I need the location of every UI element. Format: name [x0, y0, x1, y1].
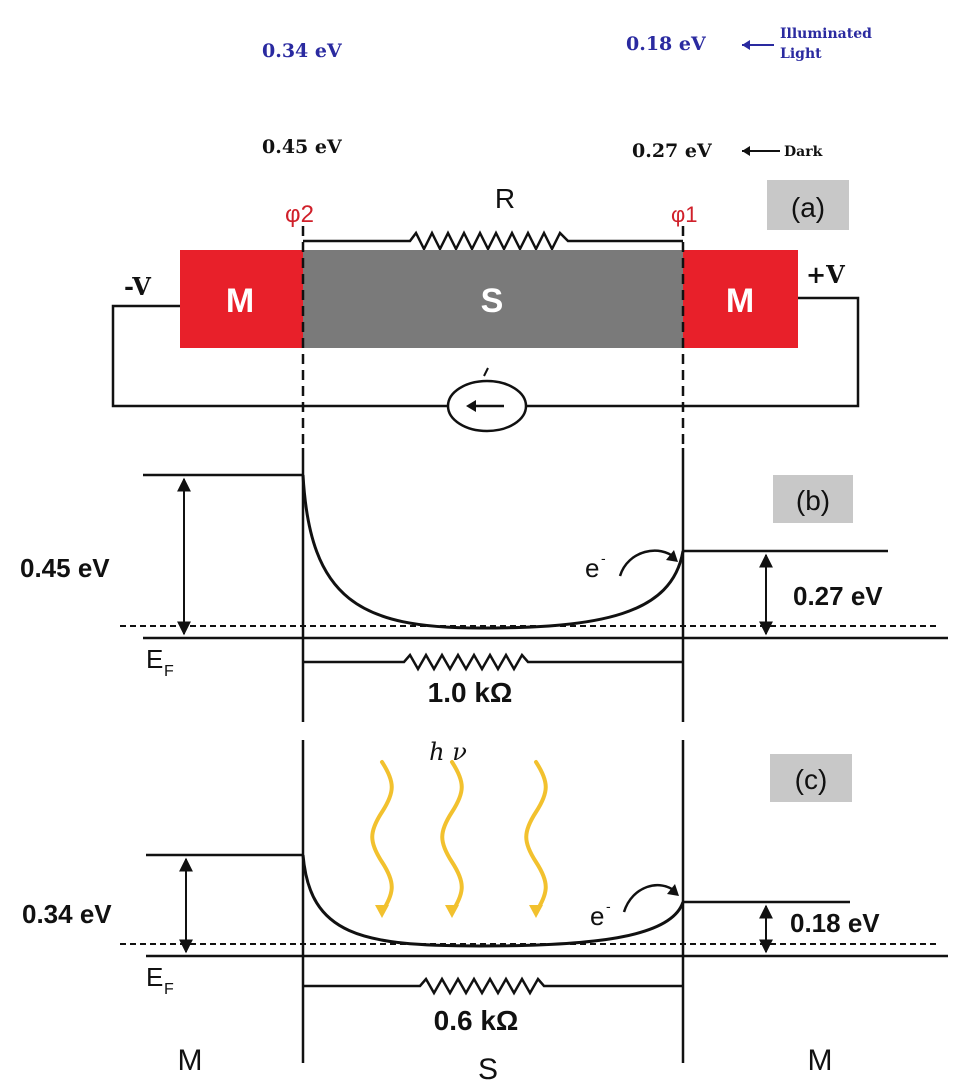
dark-right-value: 0.27 eV: [632, 140, 713, 162]
band-curve-c: [301, 854, 685, 948]
external-circuit: [111, 304, 448, 408]
tag-b: (b): [796, 485, 830, 516]
dark-note: Dark: [784, 144, 823, 160]
bottom-left-label: M: [178, 1044, 203, 1077]
svg-text:e: e: [585, 553, 599, 583]
fermi-label-c: E F: [146, 962, 174, 998]
barrier-right-c: 0.18 eV: [790, 908, 880, 938]
barrier-left-c: 0.34 eV: [22, 899, 112, 929]
metal-right-block: [683, 250, 798, 348]
svg-text:F: F: [164, 663, 174, 680]
resistor-label: R: [495, 183, 515, 214]
light-note-line2: Light: [780, 46, 822, 62]
photon-arrowheads: [375, 905, 543, 918]
svg-text:E: E: [146, 644, 163, 674]
band-curve-b: [301, 474, 685, 630]
dark-arrow: [742, 146, 780, 156]
resistance-c: 0.6 kΩ: [434, 1005, 519, 1036]
tag-c: (c): [795, 764, 828, 795]
svg-text:e: e: [590, 901, 604, 931]
semiconductor-label: S: [481, 282, 504, 320]
barrier-left-b: 0.45 eV: [20, 553, 110, 583]
metal-left-block: [180, 250, 303, 348]
svg-text:F: F: [164, 981, 174, 998]
resistor-r: [303, 230, 683, 252]
tag-b-bg: [773, 475, 853, 523]
resistance-b: 1.0 kΩ: [428, 677, 513, 708]
svg-text:-: -: [606, 898, 611, 914]
photon-label: h ν: [429, 738, 467, 766]
light-right-value: 0.18 eV: [626, 33, 707, 55]
light-arrow: [742, 40, 774, 50]
svg-text:E: E: [146, 962, 163, 992]
fermi-label-b: E F: [146, 644, 174, 680]
electron-b: e -: [585, 549, 678, 583]
dark-left-value: 0.45 eV: [262, 136, 343, 158]
tag-a: (a): [791, 192, 825, 223]
tag-a-bg: [767, 180, 849, 230]
svg-text:-: -: [601, 550, 606, 566]
bottom-right-label: M: [808, 1044, 833, 1077]
barrier-right-b: 0.27 eV: [793, 581, 883, 611]
semiconductor-block: [303, 250, 683, 348]
light-left-value: 0.34 eV: [262, 40, 343, 62]
resistor-c: [303, 976, 683, 996]
tag-c-bg: [770, 754, 852, 802]
resistor-b: [303, 652, 683, 672]
bottom-middle-label: S: [478, 1053, 498, 1083]
electron-c: e -: [590, 883, 679, 931]
voltage-right-label: +V: [806, 260, 845, 289]
light-note-line1: Illuminated: [780, 26, 872, 42]
metal-right-label: M: [726, 282, 754, 320]
metal-left-label: M: [226, 282, 254, 320]
external-circuit-right: [526, 296, 860, 408]
photon-waves: [370, 760, 548, 914]
phi-left-label: φ2: [285, 201, 314, 228]
voltage-left-label: -V: [124, 272, 151, 301]
current-source: [446, 367, 528, 433]
phi-right-label: φ1: [671, 202, 698, 227]
